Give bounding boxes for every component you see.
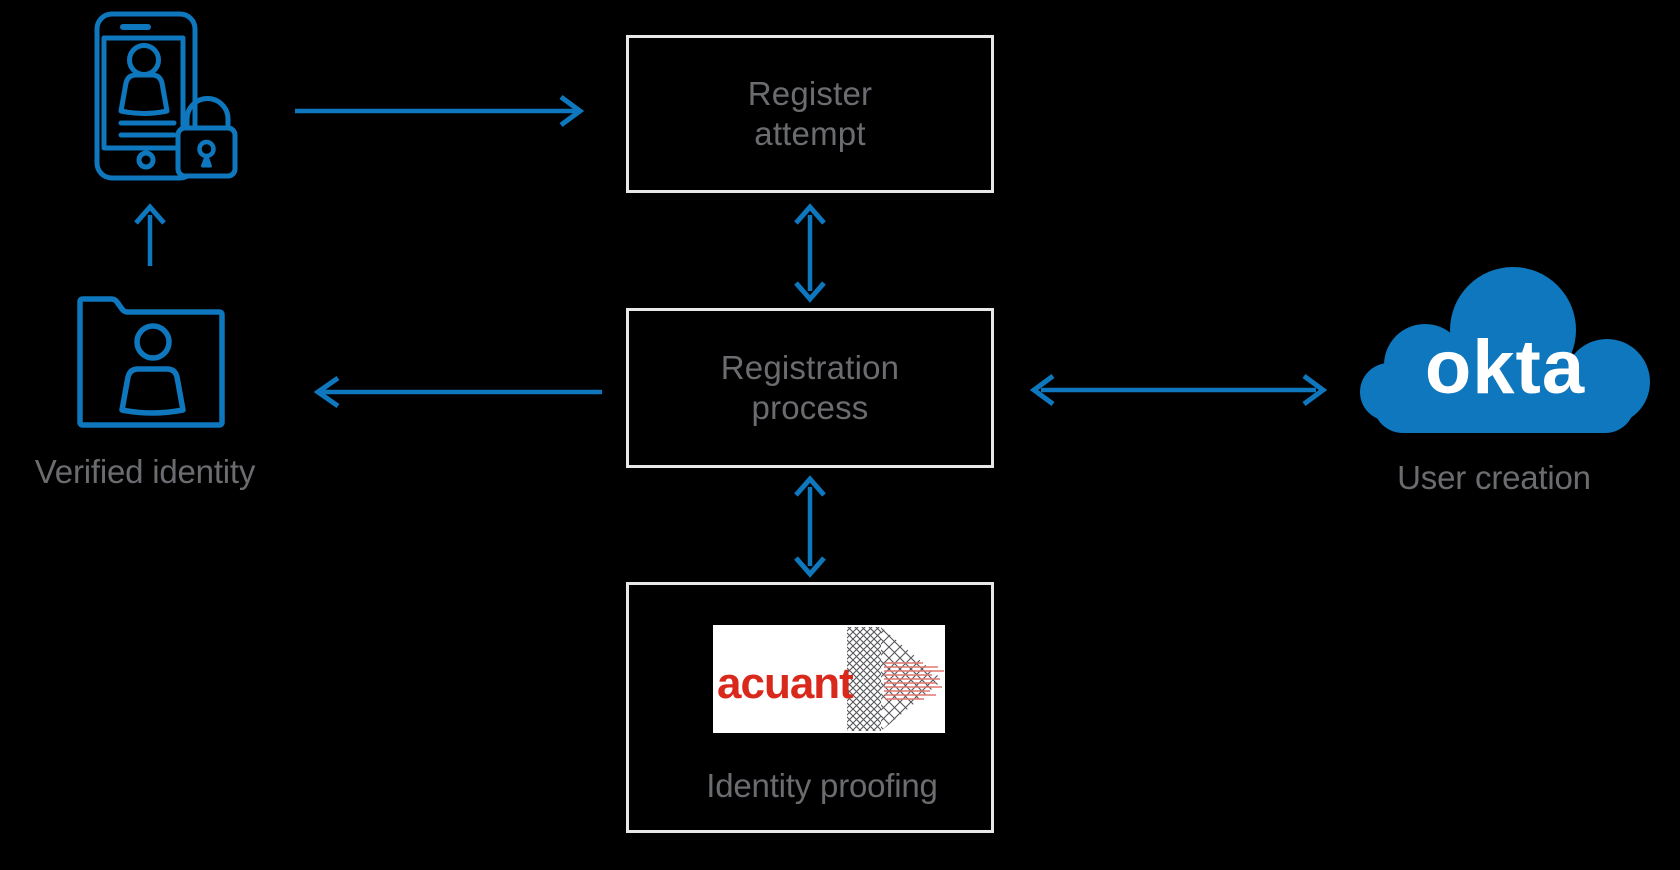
folder-outline (77, 296, 225, 428)
acuant-logo: acuant (713, 625, 945, 733)
okta-wordmark: okta (1425, 325, 1585, 410)
acuant-red-lines (884, 662, 944, 700)
okta-cloud-icon: okta (1360, 267, 1650, 433)
arrow-register-registration (794, 203, 826, 303)
phone-home-button (136, 150, 156, 170)
register-attempt-box: Register attempt (626, 35, 994, 193)
register-attempt-label-line1: Register (747, 75, 873, 112)
acuant-wordmark: acuant (717, 659, 854, 708)
lock-shackle (184, 96, 231, 132)
cloud-shape (1360, 267, 1650, 433)
registration-process-label-line2: process (751, 389, 869, 426)
identity-proofing-box: acuant Identity proofing (626, 582, 994, 833)
person-body-icon (118, 72, 170, 116)
verified-identity-label: Verified identity (34, 453, 256, 490)
verified-identity-folder-icon (77, 296, 225, 428)
registration-process-label-line1: Registration (720, 349, 900, 386)
arrow-registration-proofing (794, 475, 826, 578)
person-body-icon (119, 366, 186, 416)
user-creation-label: User creation (1397, 459, 1591, 496)
person-head-icon (134, 323, 172, 361)
person-head-icon (127, 43, 161, 77)
arrow-phone-to-register (295, 94, 585, 128)
register-attempt-label-line2: attempt (754, 115, 866, 152)
arrow-registration-okta (1029, 373, 1328, 407)
acuant-hatch-band (847, 627, 881, 731)
lock-body (175, 125, 238, 179)
phone-body (94, 11, 198, 181)
phone-screen (101, 35, 186, 151)
arrow-folder-to-phone (134, 203, 166, 266)
smartphone-identity-lock-icon (94, 11, 238, 181)
lock-keyhole-stem (201, 153, 212, 168)
arrow-registration-to-folder (313, 375, 602, 409)
registration-process-box: Registration process (626, 308, 994, 468)
identity-proofing-label: Identity proofing (706, 767, 938, 804)
